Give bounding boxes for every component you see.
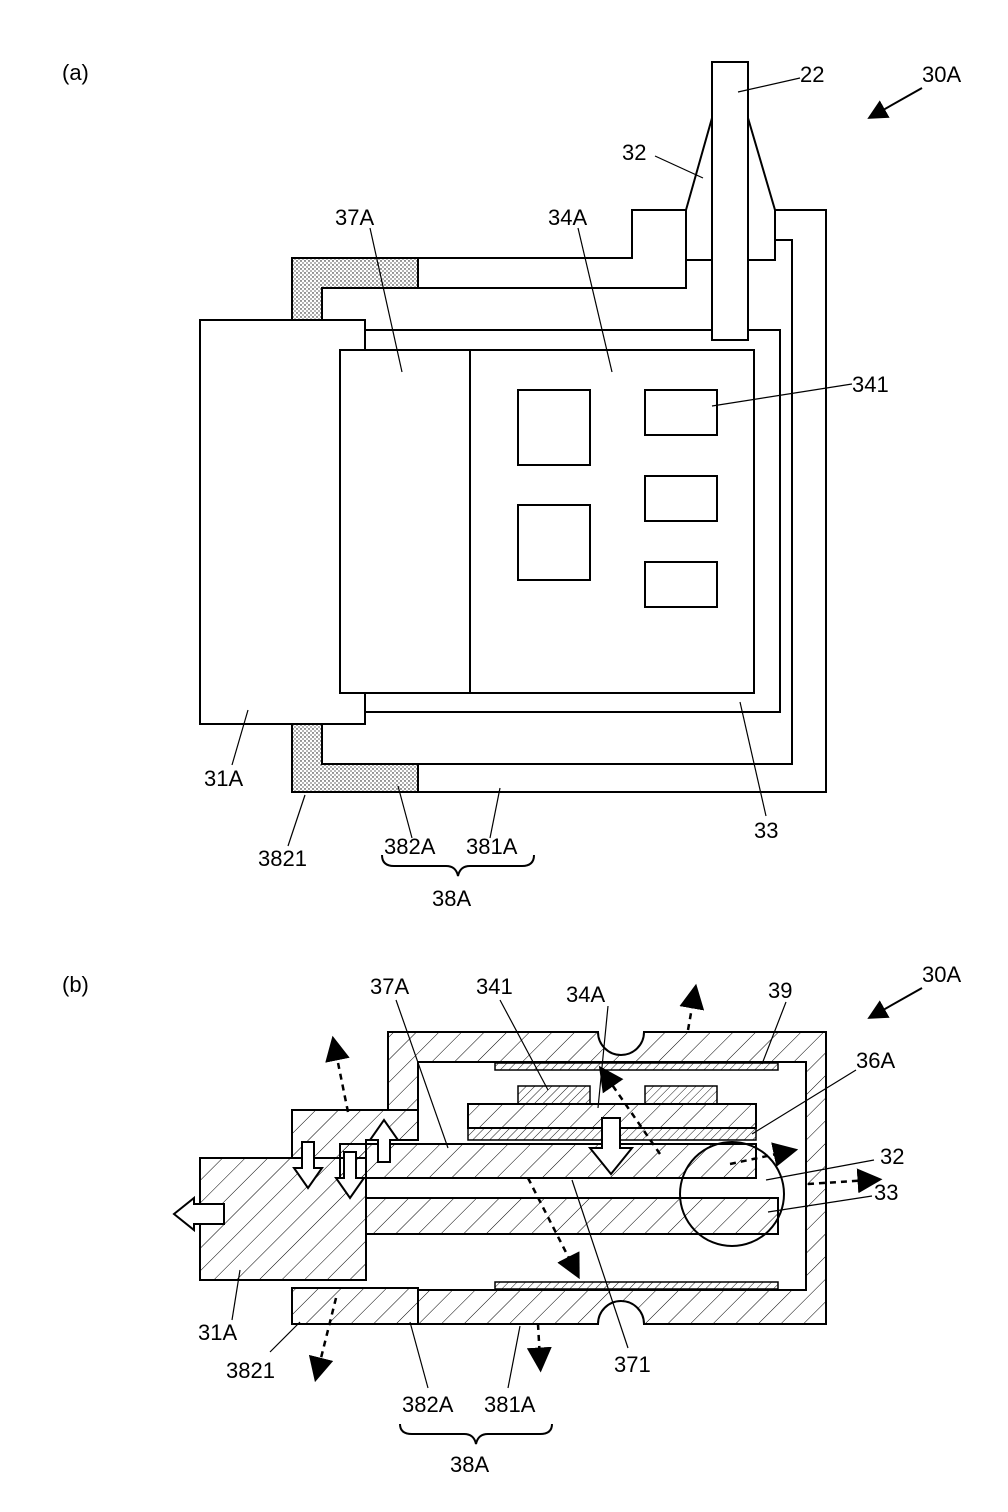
label-b-3821: 3821 (226, 1358, 275, 1383)
label-30a: 30A (922, 62, 961, 87)
joint-382a-top (292, 258, 418, 320)
panel-label-b: (b) (62, 972, 89, 997)
cable-22 (712, 62, 748, 340)
heat-arrow-down-bottom (538, 1324, 540, 1360)
label-341: 341 (852, 372, 889, 397)
label-32: 32 (622, 140, 646, 165)
arrow-30a-a (876, 88, 922, 114)
leader-b-382a (410, 1322, 428, 1388)
label-b-371: 371 (614, 1352, 651, 1377)
figure-b: (b) (62, 962, 961, 1477)
label-31a: 31A (204, 766, 243, 791)
sheet-39-bottom (495, 1282, 778, 1289)
heat-arrow-up-right (688, 996, 694, 1030)
substrate-37a-section (340, 1144, 756, 1178)
component-341-section-2 (645, 1086, 717, 1104)
leader-382a (398, 786, 412, 838)
label-b-382a: 382A (402, 1392, 454, 1417)
label-b-31a: 31A (198, 1320, 237, 1345)
label-b-39: 39 (768, 978, 792, 1003)
label-b-33: 33 (874, 1180, 898, 1205)
label-382a: 382A (384, 834, 436, 859)
leader-381a (490, 788, 500, 838)
frame-33-section (366, 1198, 778, 1234)
label-38a: 38A (432, 886, 471, 911)
panel-label-a: (a) (62, 60, 89, 85)
heat-arrow-up-left (335, 1048, 348, 1112)
leader-b-381a (508, 1326, 520, 1388)
leader-3821 (288, 795, 305, 846)
joint-382a-bottom-section (292, 1288, 418, 1324)
label-b-381a: 381A (484, 1392, 536, 1417)
joint-382a-bottom (292, 724, 418, 792)
leader-b-36a (752, 1070, 856, 1134)
label-33: 33 (754, 818, 778, 843)
label-34a: 34A (548, 205, 587, 230)
label-b-30a: 30A (922, 962, 961, 987)
component-341-section-1 (518, 1086, 590, 1104)
label-b-32: 32 (880, 1144, 904, 1169)
label-b-38a: 38A (450, 1452, 489, 1477)
brace-38a-b (400, 1424, 552, 1444)
label-381a: 381A (466, 834, 518, 859)
substrate-37a (340, 350, 470, 693)
leader-b-3821 (270, 1322, 300, 1352)
label-3821: 3821 (258, 846, 307, 871)
figure-a: (a) (62, 60, 961, 911)
leader-32 (655, 156, 703, 178)
label-22: 22 (800, 62, 824, 87)
arrow-30a-b (876, 988, 922, 1014)
label-b-37a: 37A (370, 974, 409, 999)
label-b-34a: 34A (566, 982, 605, 1007)
label-37a: 37A (335, 205, 374, 230)
label-b-341: 341 (476, 974, 513, 999)
leader-33 (740, 702, 766, 816)
label-b-36a: 36A (856, 1048, 895, 1073)
